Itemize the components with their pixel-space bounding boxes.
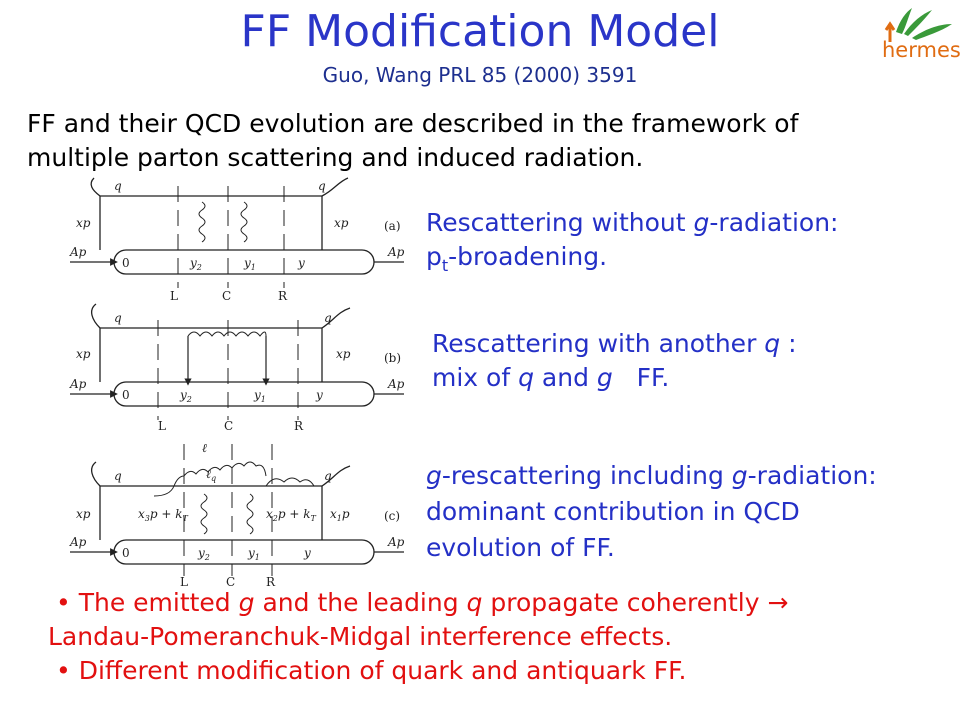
label-xp-right: xp [336,347,351,361]
label-zero: 0 [122,256,130,270]
label-xp-left: xp [76,347,91,361]
label-C: C [226,575,235,587]
label-ap-right: Ap [387,535,405,549]
label-q-in: q [114,469,122,483]
bullet-list: • The emitted g and the leading q propag… [48,586,946,688]
label-R: R [266,575,276,587]
label-L: L [158,419,166,433]
tag-b: (b) [384,351,401,365]
label-q-out: q [324,469,332,483]
diagram-a: q q xp xp Ap Ap 0 y2 y1 y L C R (a) [69,177,405,303]
bullet-1: • The emitted g and the leading q propag… [56,588,789,617]
hermes-logo: hermes [868,2,960,74]
description-a: Rescattering without g-radiation: pt-bro… [426,208,839,275]
label-y2: y2 [197,546,210,562]
bullet-1-continuation: Landau-Pomeranchuk-Midgal interference e… [48,622,673,651]
label-zero: 0 [122,388,130,402]
label-y: y [303,546,311,560]
reference-citation: Guo, Wang PRL 85 (2000) 3591 [322,63,638,87]
tag-a: (a) [384,219,401,233]
diagram-c: ℓ ℓq q q xp x3p + kT x2p + kT x1p Ap Ap … [69,441,405,587]
bullet-2: • Different modification of quark and an… [56,656,687,685]
label-C: C [222,289,231,303]
label-y2: y2 [179,388,192,404]
label-ap-left: Ap [69,245,87,259]
diagram-b: q q xp xp Ap Ap 0 y2 y1 y L C R (b) [69,303,405,433]
label-y1: y1 [253,388,266,404]
label-ell: ℓ [202,441,207,455]
slide-title: FF Modification Model [240,6,720,57]
tag-c: (c) [384,509,400,523]
label-xp-left: xp [76,507,91,521]
label-q-out: q [318,179,326,193]
label-xp-left: xp [76,216,91,230]
label-q-in: q [114,179,122,193]
label-ap-right: Ap [387,377,405,391]
label-L: L [170,289,178,303]
label-y1: y1 [247,546,260,562]
intro-line-1: FF and their QCD evolution are described… [27,109,799,138]
label-C: C [224,419,233,433]
label-R: R [294,419,304,433]
label-ap-right: Ap [387,245,405,259]
description-b: Rescattering with another q : mix of q a… [432,329,797,392]
intro-paragraph: FF and their QCD evolution are described… [27,107,942,171]
label-L: L [180,575,188,587]
label-y: y [315,388,323,402]
hermes-wings-logo-icon [884,8,952,42]
intro-line-2: multiple parton scattering and induced r… [27,143,644,171]
label-zero: 0 [122,546,130,560]
label-q-in: q [114,311,122,325]
label-x3p: x3p + kT [138,507,189,523]
label-y2: y2 [189,256,202,272]
logo-text: hermes [882,38,960,62]
label-x1p: x1p [330,507,350,523]
label-ap-left: Ap [69,377,87,391]
label-y1: y1 [243,256,256,272]
description-c: g-rescattering including g-radiation: do… [426,461,877,562]
label-x2p: x2p + kT [266,507,317,523]
label-q-out: q [324,311,332,325]
feynman-diagrams: q q xp xp Ap Ap 0 y2 y1 y L C R (a) q q … [69,177,405,587]
label-ap-left: Ap [69,535,87,549]
label-R: R [278,289,288,303]
label-xp-right: xp [334,216,349,230]
label-y: y [297,256,305,270]
label-ell-q: ℓq [206,467,216,483]
arrow-right-icon: → [767,588,789,617]
